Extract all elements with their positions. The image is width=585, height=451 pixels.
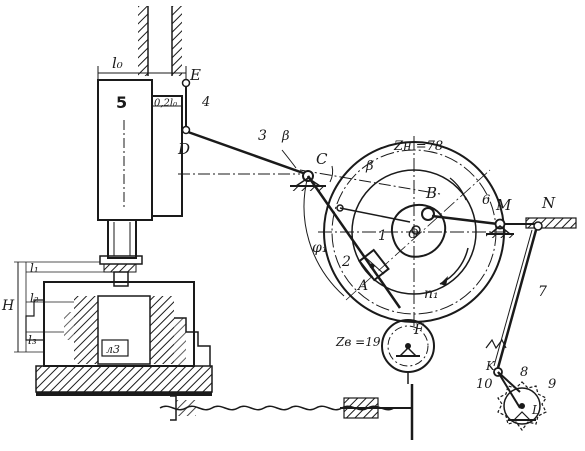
label-Zb: Zв =19 — [335, 335, 381, 349]
phi1-arc — [303, 175, 345, 297]
label-2: 2 — [341, 254, 351, 270]
slider-block-2 — [358, 248, 390, 282]
label-6: 6 — [482, 193, 490, 208]
label-O: O — [408, 227, 419, 242]
label-l0: l₀ — [112, 54, 123, 72]
die-left-wall — [74, 296, 98, 364]
slider-N-guide — [525, 217, 577, 229]
label-7: 7 — [538, 284, 547, 300]
label-N: N — [541, 194, 556, 212]
cam — [390, 204, 447, 258]
label-phi1: φ₁ — [312, 240, 327, 256]
label-5: 5 — [116, 93, 127, 112]
label-E: E — [189, 66, 201, 84]
label-K: K — [485, 359, 496, 373]
label-4: 4 — [201, 95, 210, 110]
label-1: 1 — [378, 228, 387, 244]
joint-D — [181, 125, 191, 135]
press-assembly: л3 — [14, 6, 213, 396]
label-beta-2: β — [365, 159, 374, 174]
label-10: 10 — [476, 377, 493, 392]
roller-B — [421, 207, 435, 221]
label-H: H — [1, 298, 15, 314]
label-3: 3 — [258, 128, 267, 144]
link-3 — [187, 130, 307, 176]
ram — [107, 219, 137, 259]
punch-tip — [113, 271, 129, 287]
label-L: L — [531, 403, 540, 417]
top-guide-right-wall — [172, 6, 182, 76]
label-F: F — [413, 322, 425, 338]
link-7 — [496, 229, 538, 369]
workpiece — [101, 339, 129, 357]
top-guide-left-wall — [138, 6, 148, 76]
label-8: 8 — [520, 365, 528, 380]
label-0-2l0: 0,2l₀ — [154, 98, 177, 109]
label-beta-1: β — [281, 129, 290, 144]
center-L — [519, 403, 525, 409]
label-l2: l₂ — [30, 291, 39, 305]
joint-M — [494, 218, 506, 230]
ratchet-mechanism — [485, 338, 547, 431]
big-gear-Zn — [318, 136, 506, 330]
label-M: M — [495, 196, 512, 214]
drive-shaft — [159, 384, 414, 440]
label-l3: l₃ — [28, 333, 37, 347]
label-9: 9 — [548, 377, 556, 392]
slider-side-block — [151, 95, 183, 217]
ratchet-wheel-9 — [497, 381, 547, 431]
label-D: D — [177, 140, 190, 158]
joint-E — [181, 78, 191, 88]
label-l1: l₁ — [30, 261, 39, 275]
joint-N — [533, 221, 543, 231]
label-Zn: Zн =78 — [393, 139, 443, 154]
center-F — [405, 343, 411, 349]
label-B: B — [425, 184, 437, 202]
labels: l₀ E 5 0,2l₀ 4 D 3 β C β Zн =78 B 6 M N … — [1, 54, 556, 417]
label-C: C — [316, 150, 328, 168]
label-n1: n₁ — [424, 286, 439, 302]
link-6 — [431, 214, 499, 226]
die-right-wall — [150, 296, 174, 364]
base — [35, 365, 213, 393]
small-gear-Zb — [381, 319, 435, 384]
svg-text:л3: л3 — [106, 343, 120, 356]
label-A: A — [356, 278, 368, 294]
linkage — [178, 130, 441, 309]
